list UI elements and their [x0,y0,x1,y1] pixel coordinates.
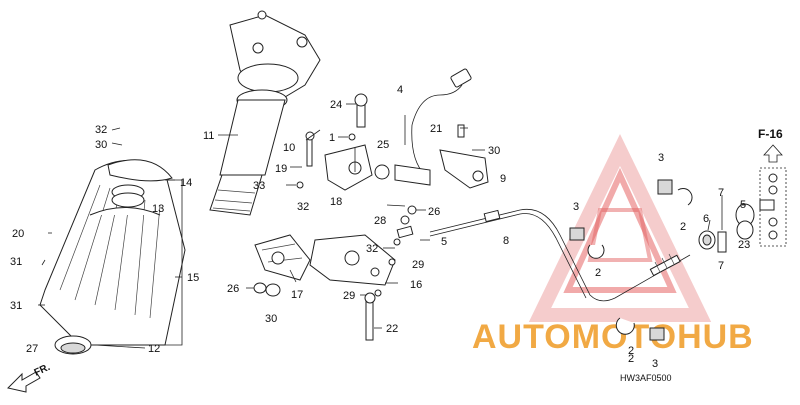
callout-1: 1 [329,132,335,144]
callout-32b: 32 [297,201,309,213]
reference-code: F-16 [758,127,783,141]
callout-7: 7 [718,187,724,199]
callout-3c: 3 [652,358,658,370]
sensor-harness [374,68,472,186]
bolts-lower [253,205,417,341]
callout-3b: 3 [573,201,579,213]
callout-30c: 30 [265,313,277,325]
callout-labels: 11 4 24 1 21 32 30 14 13 10 25 30 19 33 … [10,84,750,370]
callout-3a: 3 [658,152,664,164]
callout-33: 33 [253,180,265,192]
ignition-coil [209,10,321,216]
callout-26b: 26 [227,283,239,295]
callout-21: 21 [430,123,442,135]
watermark-logo [528,133,712,322]
callout-20: 20 [12,228,24,240]
bracket-18 [324,144,373,191]
callout-14: 14 [180,177,192,189]
callout-24: 24 [330,99,342,111]
bracket-17 [254,234,311,281]
callout-26a: 26 [428,206,440,218]
callout-8: 8 [503,235,509,247]
callout-27: 27 [26,343,38,355]
callout-2c: 2 [628,345,634,357]
callout-30a: 30 [95,139,107,151]
callout-30b: 30 [488,145,500,157]
callout-2d: 2 [628,353,634,365]
callout-25: 25 [377,139,389,151]
throttle-cable [429,208,691,302]
callout-22: 22 [386,323,398,335]
leader-lines [38,103,745,349]
direction-label: FR. [33,362,52,379]
callout-17: 17 [291,289,303,301]
callout-6: 6 [703,213,709,225]
callout-32a: 32 [95,124,107,136]
callout-28: 28 [374,215,386,227]
callout-13: 13 [152,203,164,215]
drawing-code: HW3AF0500 [620,373,672,383]
callout-4: 4 [397,84,403,96]
callout-19: 19 [275,163,287,175]
callout-11: 11 [203,130,214,142]
callout-23: 23 [738,239,750,251]
reference-box [759,144,787,247]
callout-32c: 32 [366,243,378,255]
callout-2a: 2 [680,221,686,233]
callout-2b: 2 [595,267,601,279]
callout-7b: 7 [718,260,724,272]
callout-18: 18 [330,196,342,208]
front-direction-arrow [7,371,41,393]
callout-12: 12 [148,343,160,355]
callout-15: 15 [187,272,199,284]
bracket-16 [309,234,396,286]
callout-9: 9 [500,173,506,185]
callout-31a: 31 [10,256,22,268]
callout-31b: 31 [10,300,22,312]
engine-cover [39,160,186,355]
bracket-9 [439,149,489,189]
callout-29a: 29 [412,259,424,271]
callout-10: 10 [283,142,295,154]
callout-16: 16 [410,279,422,291]
watermark-text: AUTOMOTOHUB [472,318,754,356]
bolts-upper [296,93,465,189]
callout-29b: 29 [343,290,355,302]
spark-plug-gasket [107,159,173,208]
grommet-set [698,199,775,253]
cable-clips [569,179,693,341]
callout-5b: 5 [441,236,447,248]
callout-5a: 5 [740,199,746,211]
